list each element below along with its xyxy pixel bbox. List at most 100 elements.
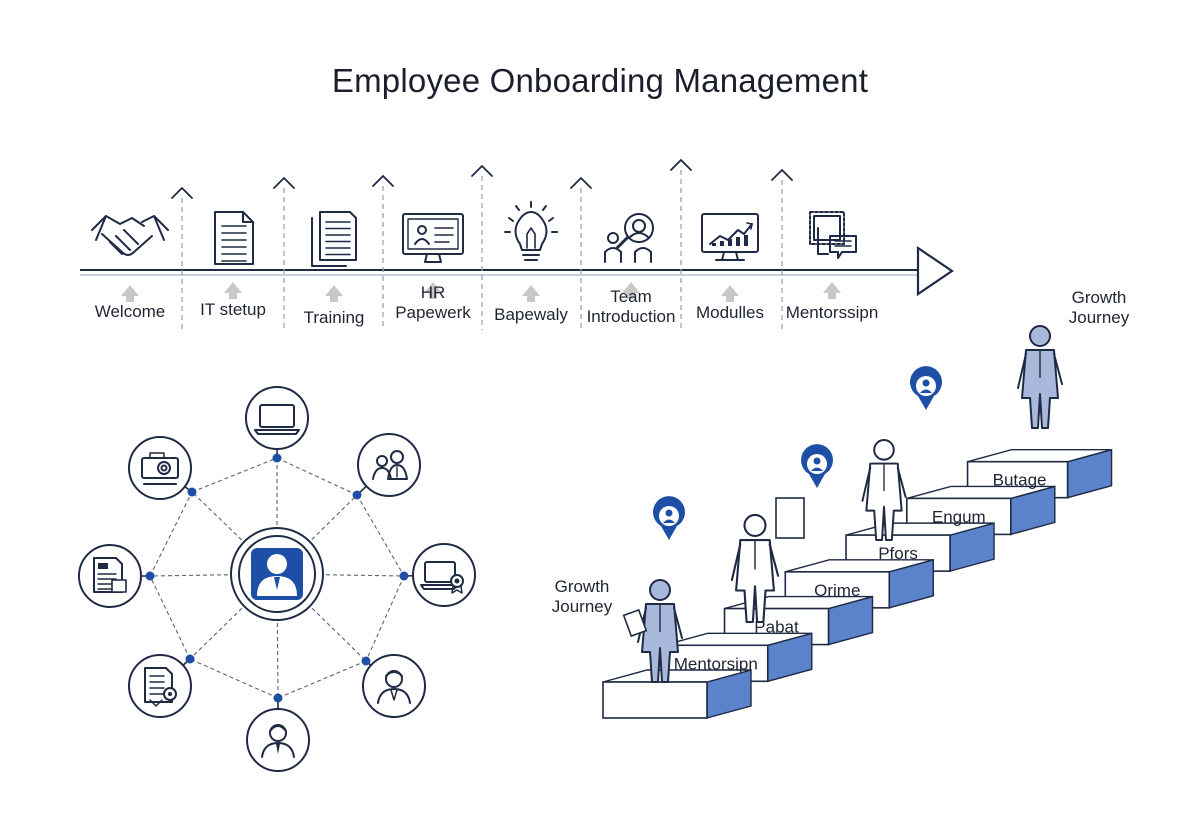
hub-dashed-link (365, 575, 405, 662)
hub-node-circle (245, 386, 309, 450)
timeline-caret (771, 169, 793, 181)
timeline-step-label: Modulles (696, 303, 764, 322)
laptop-certificate-icon (420, 561, 464, 594)
stair-front-face (602, 681, 708, 719)
mentor-chat-icon (809, 211, 857, 259)
team-search-icon (604, 213, 654, 263)
timeline-step-label: Team (610, 287, 652, 306)
up-arrow-icon (121, 285, 139, 302)
hub-node-circle (128, 654, 192, 718)
hub-node-circle (128, 436, 192, 500)
growth-journey-label-right: Growth (1072, 288, 1127, 307)
timeline-step-label: Welcome (95, 302, 166, 321)
timeline-divider (771, 169, 793, 330)
document-box-icon (775, 497, 805, 539)
timeline-divider (273, 177, 295, 330)
timeline-divider (171, 187, 193, 330)
timeline-caret (471, 165, 493, 177)
timeline-step-label: HR (421, 283, 446, 302)
timeline-step: Mentorssipn (786, 211, 879, 322)
growth-journey-label-left: Journey (552, 597, 613, 616)
hub-dashed-link (189, 658, 279, 699)
up-arrow-icon (622, 282, 640, 299)
stair-label: Butage (993, 471, 1047, 490)
timeline-step: Welcome (91, 215, 169, 321)
timeline-caret (570, 177, 592, 189)
hub-dot (185, 654, 195, 664)
id-card-monitor-icon (402, 213, 464, 263)
up-arrow-icon (325, 285, 343, 302)
hub-dashed-link (149, 575, 191, 660)
timeline-arrowhead (916, 245, 954, 297)
location-pin-team-icon (801, 444, 833, 488)
timeline-caret (670, 159, 692, 171)
page-title: Employee Onboarding Management (331, 62, 869, 99)
hub-dashed-spoke (191, 491, 278, 575)
employee-avatar-icon (257, 554, 297, 596)
timeline-step-label: Bapewaly (494, 305, 568, 324)
hub-dashed-link (276, 457, 358, 496)
team-icon (372, 450, 408, 480)
timeline-divider (471, 165, 493, 330)
up-arrow-icon (522, 285, 540, 302)
growth-staircase: MentorsipnPabatOrimePforsEngumButageGrow… (552, 288, 1130, 719)
growth-journey-label-left: Growth (555, 577, 610, 596)
hub-dot (145, 571, 155, 581)
chart-monitor-icon (701, 213, 759, 261)
timeline-caret (273, 177, 295, 189)
stair-label: Mentorsipn (674, 654, 758, 673)
timeline-step-label: Papewerk (395, 303, 471, 322)
up-arrow-icon (823, 282, 841, 299)
timeline-divider (372, 175, 394, 330)
hub-dashed-link (149, 491, 193, 577)
hub-dot (361, 656, 371, 666)
timeline-divider (670, 159, 692, 330)
stair-label: Pfors (878, 544, 918, 563)
growth-journey-label-right: Journey (1069, 308, 1130, 327)
person-at-top-icon (1017, 325, 1063, 429)
timeline-caret (171, 187, 193, 199)
hub-dot (187, 487, 197, 497)
timeline-step-label: Introduction (587, 307, 676, 326)
timeline-step-label: IT stetup (200, 300, 266, 319)
location-pin-icon (910, 366, 942, 410)
stair-label: Orime (814, 581, 860, 600)
tablet-icon (622, 608, 648, 638)
hub-node-circle (357, 433, 421, 497)
hub-dot (272, 453, 282, 463)
timeline-caret (372, 175, 394, 187)
stair-step (905, 485, 1056, 536)
hub-dot (399, 571, 409, 581)
hub-dashed-link (356, 494, 405, 577)
hub-dot (352, 490, 362, 500)
handshake-icon (91, 215, 169, 256)
timeline-divider (570, 177, 592, 330)
up-arrow-icon (424, 282, 442, 299)
timeline-step: Modulles (696, 213, 764, 322)
document-icon (214, 211, 254, 265)
timeline-step: Training (304, 211, 365, 327)
person-icon (377, 670, 411, 704)
stair-label: Pabat (754, 618, 799, 637)
person-climbing-icon (861, 439, 907, 541)
employee-icon (261, 724, 295, 758)
hub-node-circle (412, 543, 476, 607)
document-form-icon (93, 557, 127, 593)
document-gear-icon (144, 667, 177, 707)
timeline-step-label: Mentorssipn (786, 303, 879, 322)
stair-step (602, 669, 752, 719)
documents-icon (311, 211, 357, 267)
onboarding-hub (78, 386, 476, 772)
stair-label: Engum (932, 507, 986, 526)
hub-dashed-spoke (276, 494, 358, 575)
timeline-step: Bapewaly (494, 201, 568, 324)
up-arrow-icon (721, 285, 739, 302)
timeline-step: IT stetup (200, 211, 266, 319)
laptop-icon (254, 404, 300, 435)
hub-dashed-link (191, 457, 278, 493)
timeline-step-label: Training (304, 308, 365, 327)
